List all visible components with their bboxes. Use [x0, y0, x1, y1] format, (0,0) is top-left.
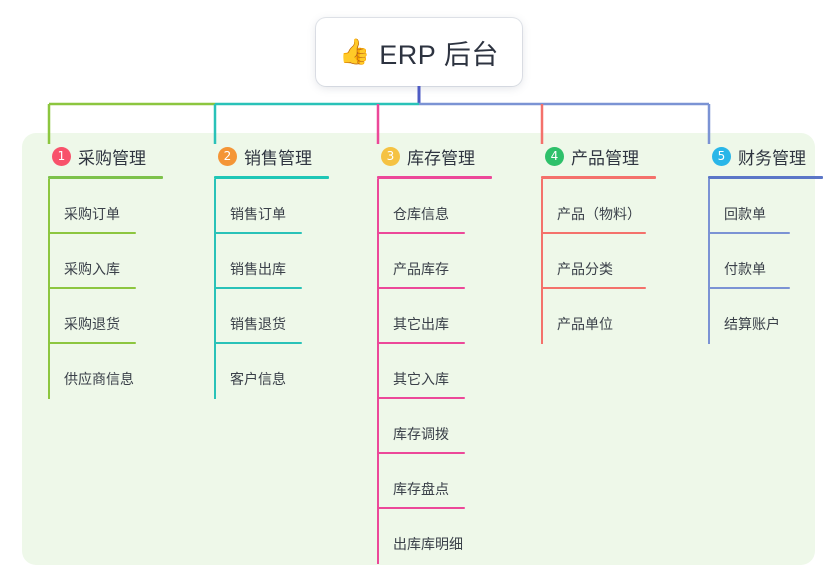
leaf-item-label: 供应商信息: [64, 371, 134, 387]
branch-title-2: 销售管理: [244, 148, 312, 168]
leaf-item-label: 客户信息: [230, 371, 286, 387]
leaf-item-rule: [377, 397, 465, 399]
branch-spine-4: [541, 179, 543, 344]
leaf-item-label: 结算账户: [724, 316, 780, 332]
leaf-item-label: 付款单: [724, 261, 766, 277]
leaf-item-rule: [214, 342, 302, 344]
leaf-item[interactable]: 产品（物料）: [527, 179, 656, 234]
leaf-item-label: 销售退货: [230, 316, 286, 332]
leaf-item[interactable]: 库存调拨: [363, 399, 492, 454]
branch-header-3[interactable]: 3 库存管理: [363, 143, 492, 169]
branch-column-5: 5 财务管理回款单付款单结算账户: [694, 143, 823, 344]
branch-spine-3: [377, 179, 379, 564]
leaf-item[interactable]: 库存盘点: [363, 454, 492, 509]
leaf-item-rule: [708, 232, 790, 234]
branch-rule-2: [214, 176, 329, 179]
leaf-item-rule: [214, 287, 302, 289]
leaf-item[interactable]: 销售出库: [200, 234, 329, 289]
thumbs-up-icon: 👍: [339, 37, 371, 66]
leaf-item-rule: [377, 507, 465, 509]
leaf-item[interactable]: 付款单: [694, 234, 823, 289]
branch-spine-2: [214, 179, 216, 399]
branch-title-4: 产品管理: [571, 148, 639, 168]
leaf-item-label: 其它入库: [393, 371, 449, 387]
leaf-item-rule: [48, 342, 136, 344]
branch-items-1: 采购订单采购入库采购退货供应商信息: [34, 179, 163, 399]
leaf-item-rule: [541, 287, 646, 289]
leaf-item[interactable]: 采购入库: [34, 234, 163, 289]
leaf-item-label: 回款单: [724, 206, 766, 222]
branch-rule-3: [377, 176, 492, 179]
leaf-item-label: 其它出库: [393, 316, 449, 332]
leaf-item-label: 采购订单: [64, 206, 120, 222]
branch-title-5: 财务管理: [738, 148, 806, 168]
leaf-item-label: 出库库明细: [393, 536, 463, 552]
branch-header-1[interactable]: 1 采购管理: [34, 143, 163, 169]
branch-badge-2: 2: [218, 146, 237, 166]
branch-header-4[interactable]: 4 产品管理: [527, 143, 656, 169]
leaf-item[interactable]: 产品分类: [527, 234, 656, 289]
branch-badge-5: 5: [712, 146, 731, 166]
branch-title-3: 库存管理: [407, 148, 475, 168]
branch-column-1: 1 采购管理采购订单采购入库采购退货供应商信息: [34, 143, 163, 399]
leaf-item-rule: [377, 342, 465, 344]
leaf-item-label: 产品单位: [557, 316, 613, 332]
leaf-item-rule: [377, 232, 465, 234]
branch-column-2: 2 销售管理销售订单销售出库销售退货客户信息: [200, 143, 329, 399]
leaf-item[interactable]: 采购退货: [34, 289, 163, 344]
branches-panel: [22, 133, 815, 565]
leaf-item-rule: [541, 232, 646, 234]
branch-spine-5: [708, 179, 710, 344]
leaf-item[interactable]: 供应商信息: [34, 344, 163, 399]
root-node[interactable]: 👍 ERP 后台: [316, 18, 522, 86]
leaf-item-rule: [377, 287, 465, 289]
leaf-item[interactable]: 其它入库: [363, 344, 492, 399]
branch-badge-3: 3: [381, 146, 400, 166]
leaf-item[interactable]: 其它出库: [363, 289, 492, 344]
branch-header-5[interactable]: 5 财务管理: [694, 143, 823, 169]
leaf-item[interactable]: 客户信息: [200, 344, 329, 399]
root-node-title: ERP 后台: [379, 39, 499, 70]
leaf-item-label: 产品（物料）: [557, 206, 641, 222]
branch-title-1: 采购管理: [78, 148, 146, 168]
leaf-item-label: 采购入库: [64, 261, 120, 277]
leaf-item-rule: [708, 287, 790, 289]
leaf-item-label: 库存盘点: [393, 481, 449, 497]
branch-items-2: 销售订单销售出库销售退货客户信息: [200, 179, 329, 399]
leaf-item-label: 仓库信息: [393, 206, 449, 222]
leaf-item-rule: [48, 232, 136, 234]
leaf-item[interactable]: 仓库信息: [363, 179, 492, 234]
branch-column-4: 4 产品管理产品（物料） 产品分类产品单位: [527, 143, 656, 344]
leaf-item[interactable]: 销售退货: [200, 289, 329, 344]
leaf-item[interactable]: 出库库明细: [363, 509, 492, 564]
branch-column-3: 3 库存管理仓库信息产品库存其它出库其它入库库存调拨库存盘点出库库明细: [363, 143, 492, 564]
branch-rule-5: [708, 176, 823, 179]
root-node-content: 👍 ERP 后台: [339, 33, 499, 72]
leaf-item-label: 采购退货: [64, 316, 120, 332]
leaf-item-rule: [214, 232, 302, 234]
branch-badge-4: 4: [545, 146, 564, 166]
leaf-item[interactable]: 结算账户: [694, 289, 823, 344]
branch-items-4: 产品（物料） 产品分类产品单位: [527, 179, 656, 344]
leaf-item[interactable]: 产品单位: [527, 289, 656, 344]
leaf-item-rule: [377, 452, 465, 454]
leaf-item-label: 销售订单: [230, 206, 286, 222]
branch-spine-1: [48, 179, 50, 399]
branch-header-2[interactable]: 2 销售管理: [200, 143, 329, 169]
leaf-item-label: 产品分类: [557, 261, 613, 277]
leaf-item[interactable]: 采购订单: [34, 179, 163, 234]
leaf-item-rule: [48, 287, 136, 289]
branch-items-5: 回款单付款单结算账户: [694, 179, 823, 344]
leaf-item[interactable]: 销售订单: [200, 179, 329, 234]
leaf-item-label: 销售出库: [230, 261, 286, 277]
branch-badge-1: 1: [52, 146, 71, 166]
leaf-item-label: 产品库存: [393, 261, 449, 277]
leaf-item[interactable]: 回款单: [694, 179, 823, 234]
branch-rule-1: [48, 176, 163, 179]
branch-items-3: 仓库信息产品库存其它出库其它入库库存调拨库存盘点出库库明细: [363, 179, 492, 564]
branch-rule-4: [541, 176, 656, 179]
leaf-item-label: 库存调拨: [393, 426, 449, 442]
leaf-item[interactable]: 产品库存: [363, 234, 492, 289]
